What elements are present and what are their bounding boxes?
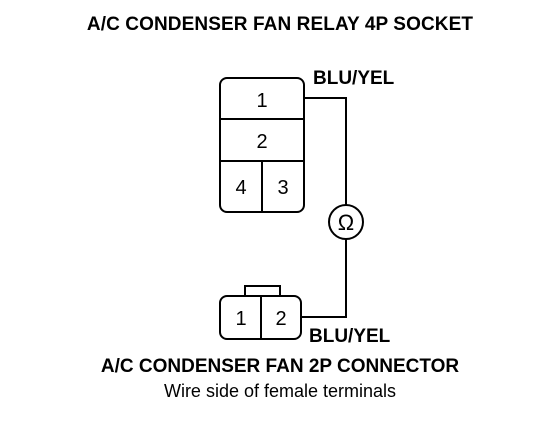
fan-terminal-2: 2 bbox=[275, 308, 286, 330]
ohmmeter-icon: Ω bbox=[328, 204, 364, 240]
fan-terminal-1: 1 bbox=[235, 308, 246, 330]
relay-terminal-2: 2 bbox=[256, 131, 267, 153]
fan-connector-subtitle: Wire side of female terminals bbox=[163, 381, 397, 401]
fan-connector: 1 2 bbox=[219, 285, 302, 340]
relay-wire-label: BLU/YEL bbox=[313, 68, 395, 89]
relay-socket: 1 2 4 3 bbox=[219, 77, 305, 213]
relay-terminal-1: 1 bbox=[256, 90, 267, 112]
relay-socket-title: A/C CONDENSER FAN RELAY 4P SOCKET bbox=[86, 14, 474, 35]
relay-terminal-3: 3 bbox=[277, 177, 288, 199]
relay-terminal-4: 4 bbox=[235, 177, 246, 199]
fan-wire-label: BLU/YEL bbox=[309, 326, 391, 347]
connector-lock-tab bbox=[244, 285, 281, 296]
relay-wire bbox=[304, 97, 347, 205]
ohm-symbol: Ω bbox=[338, 210, 354, 235]
fan-connector-title: A/C CONDENSER FAN 2P CONNECTOR bbox=[100, 356, 460, 377]
fan-wire bbox=[301, 239, 347, 318]
